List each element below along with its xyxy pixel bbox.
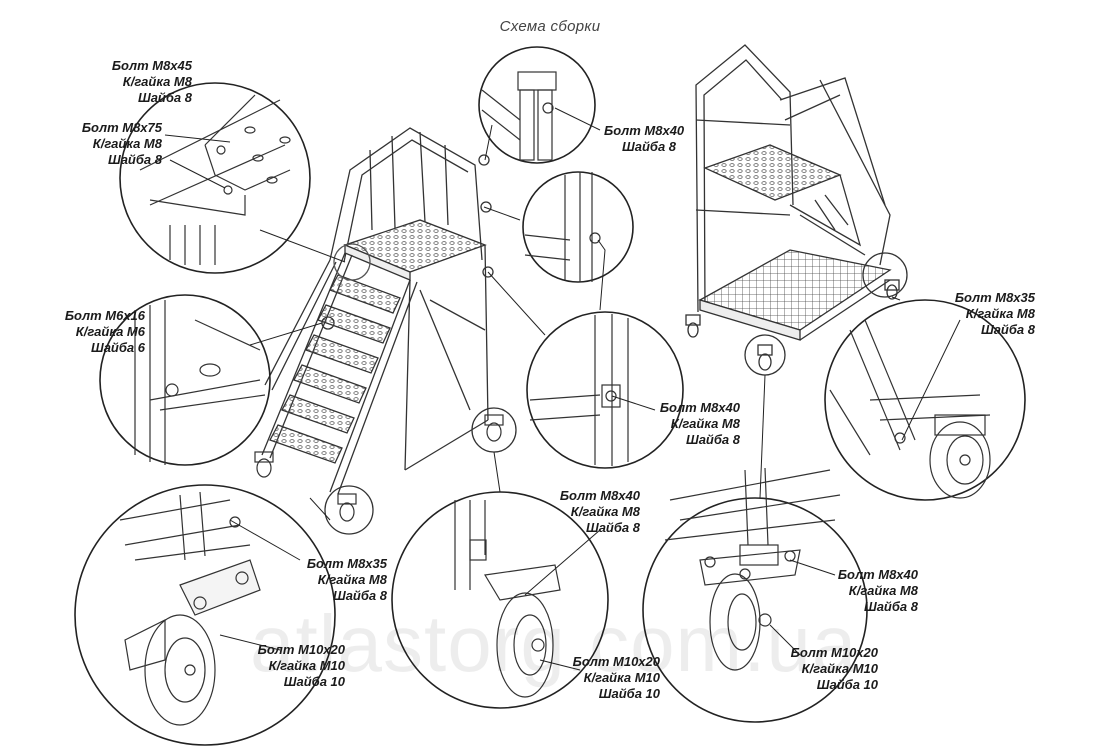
cart-drawing xyxy=(685,44,908,376)
detail-bottom-left xyxy=(74,484,336,746)
detail-left-middle xyxy=(99,294,271,466)
detail-center xyxy=(522,171,634,283)
detail-top-center xyxy=(478,46,596,164)
diagram-title: Схема сборки xyxy=(499,18,601,35)
main-ladder-drawing xyxy=(254,127,517,535)
watermark: atlastorg.com.ua xyxy=(250,599,858,688)
detail-right-center xyxy=(526,311,684,469)
detail-top-left xyxy=(119,82,311,274)
detail-right xyxy=(824,299,1026,501)
leader-lines xyxy=(164,107,961,671)
detail-bottom-right xyxy=(642,467,868,723)
